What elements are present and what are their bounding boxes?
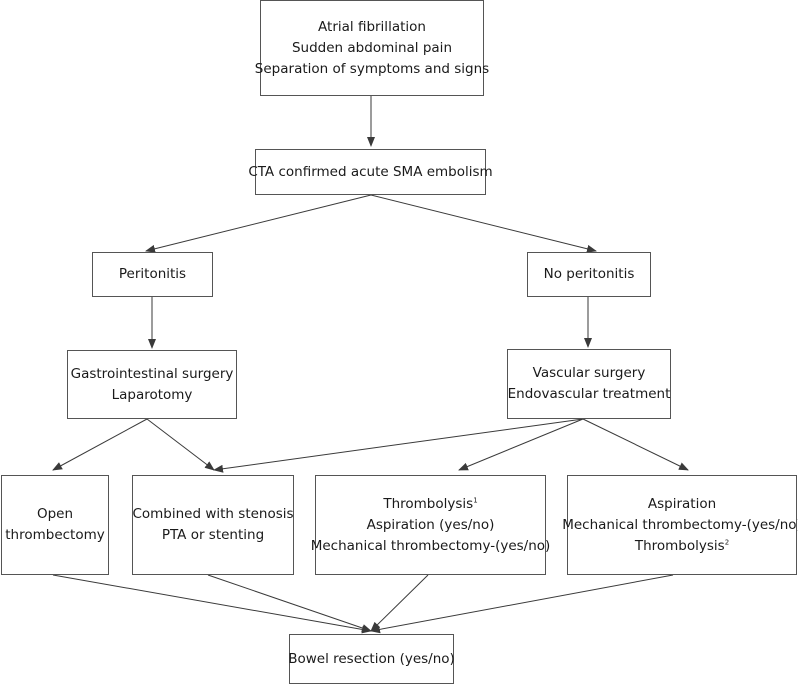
thrombolysis-first-box: Thrombolysis1 Aspiration (yes/no) Mechan… [311,475,550,575]
stenosis-box: Combined with stenosis PTA or stenting [132,475,294,575]
thrombolysis-first-line-1-text: Thrombolysis [383,495,474,512]
bowel-resection-box: Bowel resection (yes/no) [288,634,455,684]
arrow-vascular-to-thrombolysis [458,418,584,471]
aspiration-first-line-1: Aspiration [647,495,717,512]
aspiration-first-line-3-text: Thrombolysis [634,537,725,554]
bowel-resection-label: Bowel resection (yes/no) [288,650,455,667]
arrow-cta-to-peritonitis [145,194,372,253]
stenosis-line-1: Combined with stenosis [132,506,294,522]
no-peritonitis-label: No peritonitis [543,266,635,282]
vascular-surgery-box: Vascular surgery Endovascular treatment [507,349,671,419]
aspiration-first-box: Aspiration Mechanical thrombectomy-(yes/… [562,475,798,575]
gi-surgery-box: Gastrointestinal surgery Laparotomy [67,350,237,419]
peritonitis-box: Peritonitis [92,252,213,297]
presentation-line-1: Atrial fibrillation [318,18,426,35]
thrombolysis-first-line-1: Thrombolysis1 [383,494,477,515]
arrow-thrombolysis-to-bowel [370,574,429,632]
aspiration-first-line-2: Mechanical thrombectomy-(yes/no) [562,516,798,533]
open-thrombectomy-line-1: Open [36,506,74,522]
peritonitis-label: Peritonitis [118,266,187,282]
vascular-surgery-line-2: Endovascular treatment [507,386,671,402]
gi-surgery-line-1: Gastrointestinal surgery [70,365,234,382]
cta-line-1: CTA confirmed acute SMA embolism [248,163,493,180]
arrow-stenosis-to-bowel [207,574,372,632]
no-peritonitis-box: No peritonitis [527,252,651,297]
cta-box: CTA confirmed acute SMA embolism [248,149,493,195]
thrombolysis-first-line-3: Mechanical thrombectomy-(yes/no) [310,537,551,554]
arrow-gi-to-stenosis [146,418,215,471]
footnote-1-marker: 1 [473,496,478,504]
open-thrombectomy-box: Open thrombectomy [1,475,109,575]
presentation-line-2: Sudden abdominal pain [291,39,452,56]
arrow-aspiration-to-bowel [370,574,674,634]
open-thrombectomy-line-2: thrombectomy [5,527,105,543]
footnote-2-marker: 2 [724,538,730,546]
arrow-cta-to-no-peritonitis [370,194,597,253]
vascular-surgery-line-1: Vascular surgery [532,365,646,381]
presentation-line-3: Separation of symptoms and signs [254,60,490,77]
arrow-open-to-bowel [52,574,372,634]
arrow-gi-to-open-thrombectomy [52,418,148,471]
aspiration-first-line-3: Thrombolysis2 [635,536,729,557]
thrombolysis-first-line-2: Aspiration (yes/no) [366,516,495,533]
gi-surgery-line-2: Laparotomy [111,386,193,403]
arrow-vascular-to-aspiration [582,418,689,471]
arrow-vascular-to-stenosis [213,418,584,473]
stenosis-line-2: PTA or stenting [161,527,265,543]
presentation-box: Atrial fibrillation Sudden abdominal pai… [255,0,489,96]
